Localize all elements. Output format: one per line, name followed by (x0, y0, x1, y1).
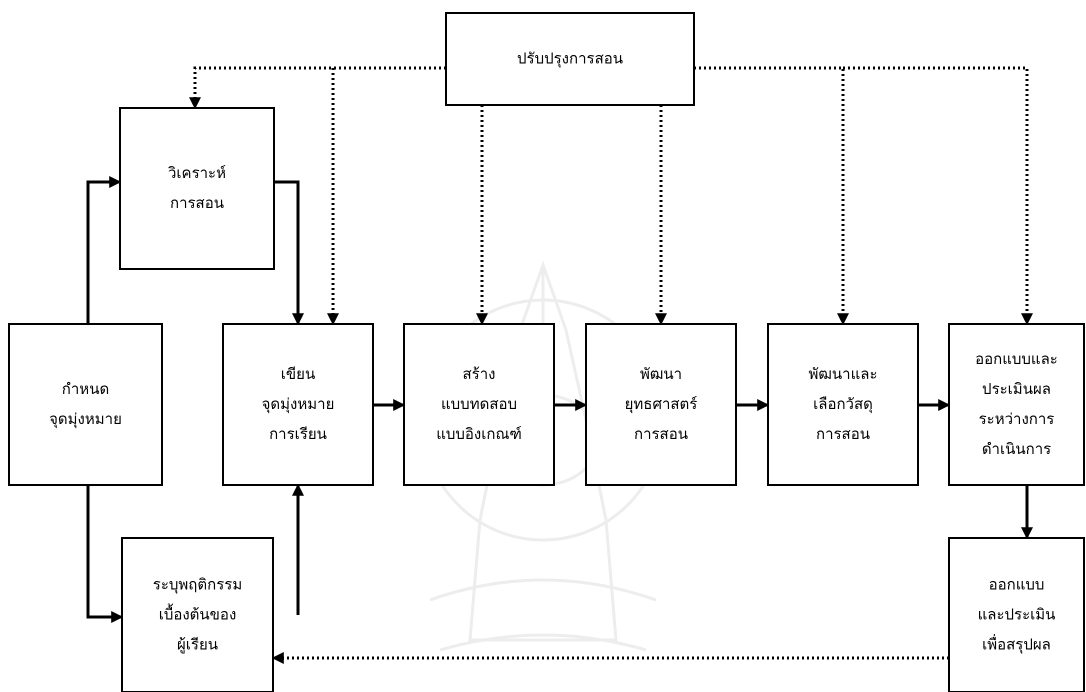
box-objectives-label-line: การเรียน (269, 425, 327, 443)
arrow-improve-to-materials (694, 66, 849, 326)
box-materials-frame (767, 323, 919, 486)
arrow-improve-to-analyze (189, 66, 446, 110)
box-test-label-line: สร้าง (463, 365, 496, 383)
box-entry-label-line: ผู้เรียน (177, 636, 218, 654)
box-formative-label-line: ประเมินผล (982, 380, 1051, 398)
box-objectives-label-line: จุดมุ่งหมาย (262, 395, 335, 414)
arrow-goal-to-analyze (86, 176, 122, 324)
box-formative-frame (948, 323, 1085, 486)
box-formative-label-line: ออกแบบและ (975, 350, 1058, 368)
box-entry-label-line: ระบุพฤติกรรม (153, 576, 242, 595)
connectors (86, 66, 1033, 664)
arrow-improve-to-formative (843, 66, 1033, 326)
box-analyze: วิเคราะห์การสอน (119, 107, 275, 270)
box-entry-label-line: เบื้องต้นของ (159, 604, 237, 624)
box-improve-frame (445, 12, 695, 106)
arrow-goal-to-entry (86, 485, 124, 623)
box-materials-label-line: พัฒนาและ (808, 365, 877, 383)
box-improve-label-line: ปรับปรุงการสอน (517, 50, 623, 69)
box-objectives-label-line: เขียน (281, 365, 315, 383)
box-test-frame (403, 323, 555, 486)
box-entry-frame (121, 537, 274, 692)
arrow-analyze-to-objectives (274, 180, 304, 326)
box-analyze-frame (119, 107, 275, 270)
box-test-label-line: แบบทดสอบ (441, 395, 517, 413)
box-formative-label-line: ดำเนินการ (982, 440, 1051, 458)
box-summative-frame (948, 537, 1085, 692)
box-analyze-label-line: การสอน (170, 194, 224, 212)
box-materials-label-line: การสอน (816, 425, 870, 443)
box-formative-label-line: ระหว่างการ (979, 410, 1055, 428)
box-goal-label-line: จุดมุ่งหมาย (49, 410, 122, 429)
box-improve: ปรับปรุงการสอน (445, 12, 695, 106)
box-strategy-frame (585, 323, 737, 486)
box-strategy-label-line: ยุทธศาสตร์ (625, 395, 698, 414)
box-analyze-label-line: วิเคราะห์ (167, 164, 226, 182)
box-summative-label-line: และประเมิน (978, 606, 1056, 624)
box-strategy-label-line: การสอน (634, 425, 688, 443)
box-goal-frame (8, 323, 163, 486)
box-objectives-frame (222, 323, 374, 486)
box-summative-label-line: เพื่อสรุปผล (982, 634, 1051, 655)
box-test-label-line: แบบอิงเกณฑ์ (436, 425, 522, 443)
box-goal-label-line: กำหนด (62, 380, 109, 398)
process-boxes: ปรับปรุงการสอนวิเคราะห์การสอนกำหนดจุดมุ่… (8, 12, 1085, 692)
box-summative-label-line: ออกแบบ (989, 576, 1045, 594)
box-materials-label-line: เลือกวัสดุ (813, 395, 873, 414)
box-strategy-label-line: พัฒนา (640, 365, 682, 383)
